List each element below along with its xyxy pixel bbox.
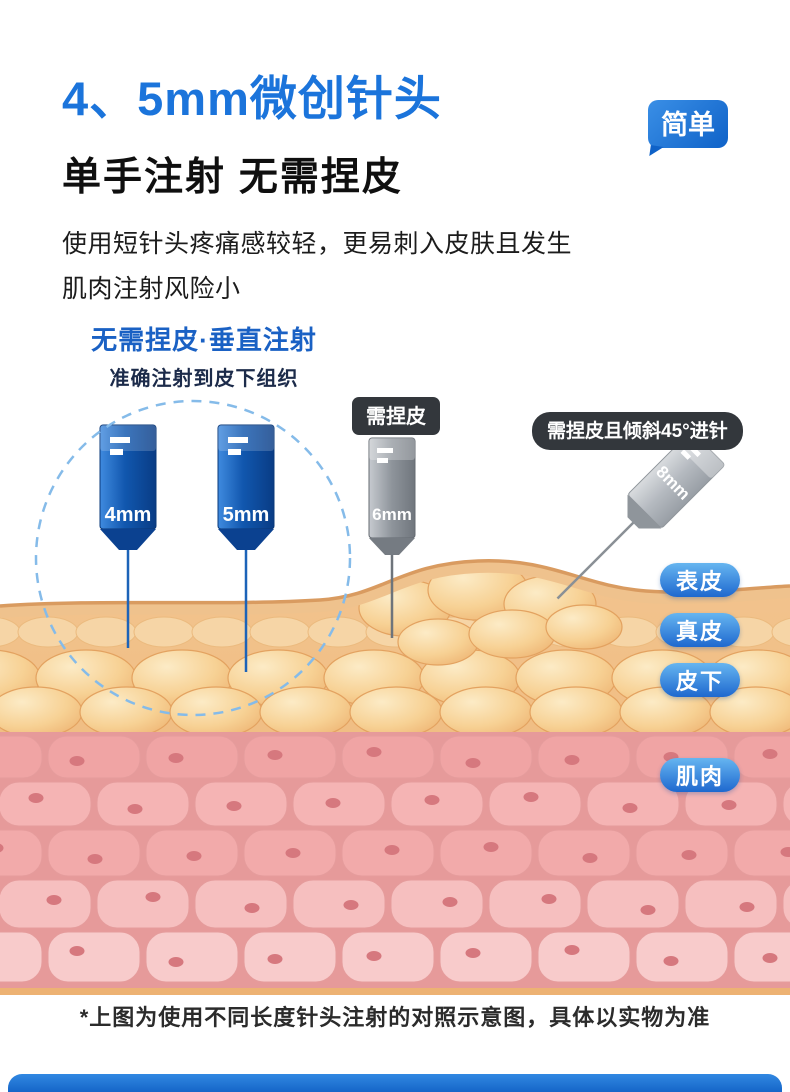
description-line-1: 使用短针头疼痛感较轻，更易刺入皮肤且发生 [62, 230, 573, 258]
description: 使用短针头疼痛感较轻，更易刺入皮肤且发生 肌肉注射风险小 [62, 222, 572, 312]
bottom-accent-bar [8, 1074, 782, 1092]
injection-depth-illustration: 4mm 5mm 6mm [0, 399, 790, 995]
simple-badge: 简单 [648, 100, 728, 148]
layer-pill-muscle: 肌肉 [660, 758, 740, 792]
needle-5mm-label: 5mm [223, 504, 270, 526]
needle-6mm: 6mm [368, 437, 416, 638]
page-title: 4、5mm微创针头 [62, 72, 442, 125]
needle-4mm-label: 4mm [105, 504, 152, 526]
layer-pill-dermis: 真皮 [660, 613, 740, 647]
skin-cross-section [0, 559, 790, 995]
needle-4mm: 4mm [99, 424, 157, 648]
layer-pill-subcutaneous: 皮下 [660, 663, 740, 697]
layer-pill-epidermis: 表皮 [660, 563, 740, 597]
footnote: *上图为使用不同长度针头注射的对照示意图，具体以实物为准 [79, 1005, 711, 1030]
needle-6mm-label: 6mm [372, 505, 412, 524]
description-line-2: 肌肉注射风险小 [62, 275, 241, 303]
muscle-cells [0, 732, 790, 988]
tag-pinch-skin: 需捏皮 [352, 397, 440, 435]
callout-subtitle: 准确注射到皮下组织 [109, 368, 299, 390]
vertical-injection-zone-circle [34, 399, 352, 717]
tag-pinch-and-45-degree: 需捏皮且倾斜45°进针 [532, 412, 743, 450]
page-subtitle: 单手注射 无需捏皮 [62, 156, 403, 199]
vertical-injection-callout: 无需捏皮·垂直注射 准确注射到皮下组织 [66, 320, 342, 391]
needle-8mm: 8mm [556, 431, 725, 600]
callout-title: 无需捏皮·垂直注射 [91, 325, 317, 355]
needle-5mm: 5mm [217, 424, 275, 672]
